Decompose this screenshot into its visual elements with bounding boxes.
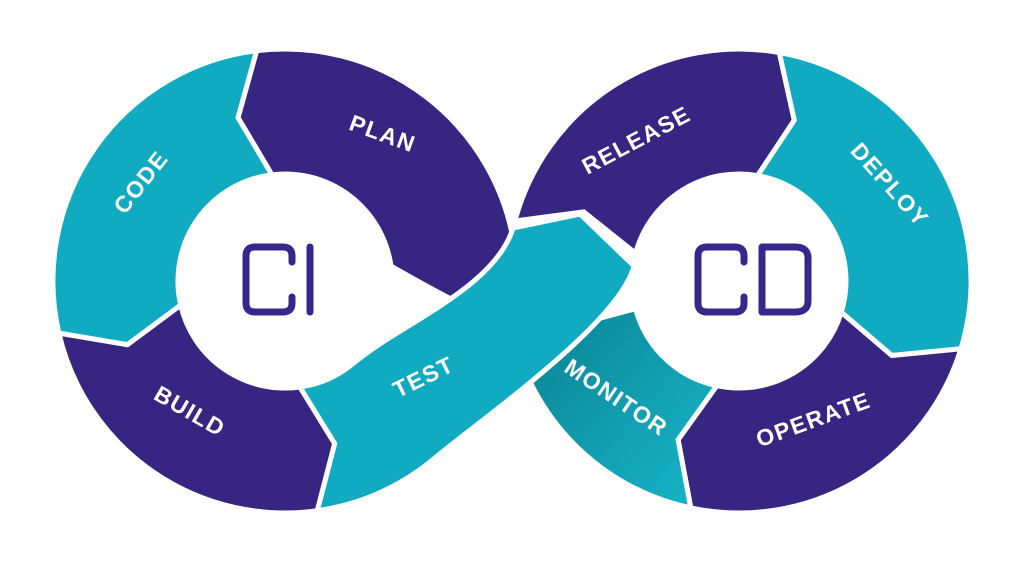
cd-label — [694, 243, 812, 316]
segment-code-arrow — [50, 47, 277, 348]
segment-test-arrow — [295, 211, 637, 514]
ci-label — [242, 243, 314, 316]
segment-release-arrow — [511, 46, 797, 258]
segment-operate-arrow — [675, 307, 965, 516]
ci-letter-c — [242, 243, 296, 316]
segment-build-arrow — [55, 300, 338, 516]
cd-letter-d — [758, 243, 812, 316]
segment-deploy-arrow — [753, 49, 974, 359]
cd-letter-c — [694, 243, 748, 316]
